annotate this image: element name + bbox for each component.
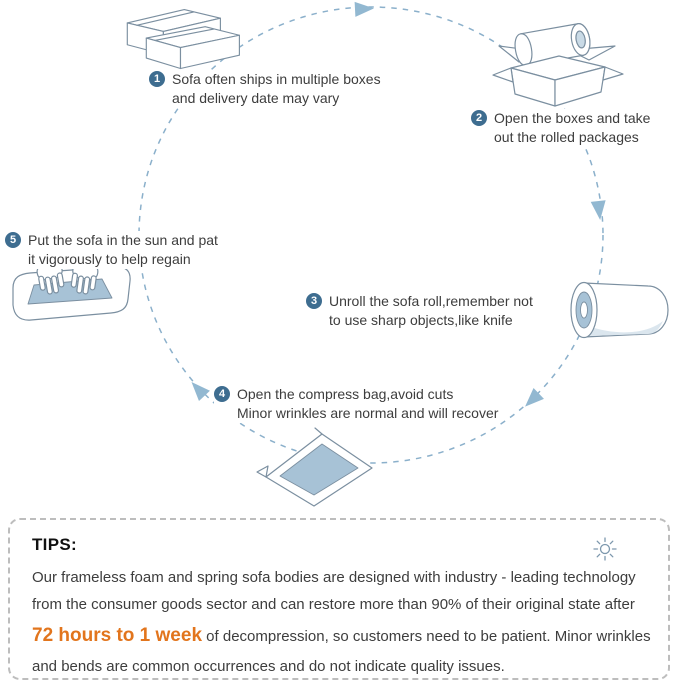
shipping-boxes-illustration — [126, 9, 240, 70]
step-3-number-badge: 3 — [306, 293, 322, 309]
tips-highlight: 72 hours to 1 week — [32, 624, 203, 646]
arrow-step4-to-step5-icon — [191, 381, 210, 401]
step-5-text: Put the sofa in the sun and pat it vigor… — [28, 232, 218, 267]
step-5-number-badge: 5 — [5, 232, 21, 248]
arrow-step2-to-step3-icon — [590, 200, 606, 220]
arrow-step3-to-step4-icon — [525, 388, 544, 407]
step-4-number-badge: 4 — [214, 386, 230, 402]
dashed-cycle-circle — [138, 6, 604, 464]
step-2-number-badge: 2 — [471, 110, 487, 126]
compress-bag-illustration — [256, 427, 373, 507]
process-cycle-canvas — [12, 1, 669, 507]
sun-icon — [593, 537, 617, 561]
tips-text-before: Our frameless foam and spring sofa bodie… — [32, 569, 636, 614]
sofa-roll-illustration — [570, 281, 669, 339]
step-1-text: Sofa often ships in multiple boxes and d… — [172, 71, 381, 106]
step-3-text: Unroll the sofa roll,remember not to use… — [329, 293, 533, 328]
step-2: 2 Open the boxes and take out the rolled… — [471, 109, 651, 147]
arrow-step1-to-step2-icon — [354, 1, 374, 17]
cycle-arrows — [191, 1, 606, 407]
step-5: 5 Put the sofa in the sun and pat it vig… — [5, 231, 218, 269]
sofa-with-hands-illustration — [12, 262, 131, 321]
tips-box: TIPS: Our frameless foam and spring sofa… — [8, 518, 670, 680]
tips-text-after: of decompression, so customers need to b… — [32, 627, 651, 676]
tips-title: TIPS: — [32, 535, 77, 554]
open-box-with-roll-illustration — [492, 23, 624, 107]
step-4-text: Open the compress bag,avoid cuts Minor w… — [237, 386, 499, 421]
rolled-package — [514, 23, 591, 66]
step-2-text: Open the boxes and take out the rolled p… — [494, 110, 651, 145]
step-1-number-badge: 1 — [149, 71, 165, 87]
step-4: 4 Open the compress bag,avoid cuts Minor… — [214, 385, 499, 423]
illustrations — [12, 9, 669, 507]
step-3: 3 Unroll the sofa roll,remember not to u… — [306, 292, 533, 330]
tips-body: Our frameless foam and spring sofa bodie… — [32, 564, 660, 680]
step-1: 1 Sofa often ships in multiple boxes and… — [149, 70, 381, 108]
